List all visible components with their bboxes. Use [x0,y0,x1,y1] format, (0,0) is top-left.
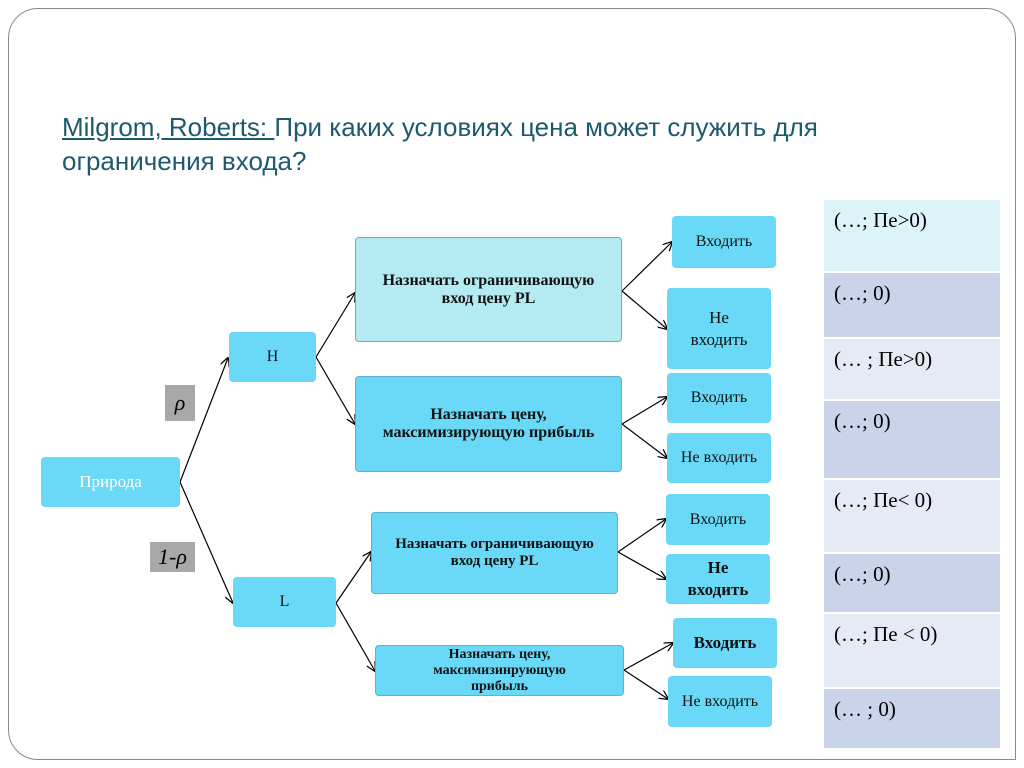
node-h-max-profit: Назначать цену, максимизирующую прибыль [355,376,622,472]
payoff-cell: (…; 0) [824,273,1000,339]
node-nature: Природа [41,457,180,507]
node-a-enter: Входить [672,216,776,268]
node-type-l: L [233,577,336,627]
node-a-not-enter: Не входить [667,288,771,369]
node-d-not-enter: Не входить [668,676,772,727]
node-b-enter: Входить [667,373,771,423]
node-c-not-enter-label: Не входить [687,558,749,599]
node-l-limit-price: Назначать ограничивающую вход цену PL [371,512,618,594]
prob-h-label: ρ [165,385,195,421]
node-nature-label: Природа [79,472,142,491]
payoff-cell: (… ; Пе>0) [824,339,1000,401]
edge-l-limit [335,552,371,604]
edge-d-notenter [623,669,668,699]
edge-h-limit [315,293,355,358]
payoff-cell: (… ; 0) [824,689,1000,748]
edge-root-l [179,481,233,603]
node-h-limit-price-label: Назначать ограничивающую вход цену PL [382,271,595,307]
slide-title: Milgrom, Roberts: При каких условиях цен… [62,110,942,178]
edge-c-enter [617,519,666,553]
node-type-h: H [229,332,316,382]
node-c-enter: Входить [666,494,770,545]
title-author: Milgrom, Roberts: [62,112,275,142]
node-c-not-enter: Не входить [666,554,770,604]
payoff-cell: (…; Пе>0) [824,200,1000,273]
node-l-limit-price-label: Назначать ограничивающую вход цену PL [395,536,594,569]
edge-l-max [335,602,375,671]
prob-l-label: 1-ρ [150,542,195,572]
edge-root-h [179,358,228,483]
node-b-enter-label: Входить [690,389,748,406]
payoff-cell: (…; 0) [824,554,1000,614]
edge-b-enter [621,397,667,425]
edge-a-notenter [621,290,667,329]
node-c-enter-label: Входить [689,510,747,528]
node-h-max-profit-label: Назначать цену, максимизирующую прибыль [382,406,595,441]
node-b-not-enter: Не входить [667,433,771,483]
node-d-enter-label: Входить [693,633,757,652]
node-d-not-enter-label: Не входить [681,692,759,710]
payoff-cell: (…; Пе < 0) [824,614,1000,689]
edge-c-notenter [617,551,666,579]
payoff-cell: (…; Пе< 0) [824,480,1000,554]
edge-b-notenter [621,423,667,458]
node-b-not-enter-label: Не входить [680,449,758,466]
node-l-max-profit-label: Назначать цену, максимизинрующую прибыль [433,646,566,694]
edge-h-max [315,356,355,424]
edge-a-enter [621,242,672,292]
edge-d-enter [623,643,673,671]
title-question: При каких условиях цена может служить дл… [62,112,818,176]
node-type-h-label: H [266,348,279,365]
node-a-not-enter-label: Не входить [690,307,748,349]
node-a-enter-label: Входить [695,233,753,250]
node-d-enter: Входить [673,618,777,668]
payoff-cell: (…; 0) [824,401,1000,480]
node-type-l-label: L [279,593,290,610]
node-h-limit-price: Назначать ограничивающую вход цену PL [355,237,622,342]
node-l-max-profit: Назначать цену, максимизинрующую прибыль [375,645,624,696]
